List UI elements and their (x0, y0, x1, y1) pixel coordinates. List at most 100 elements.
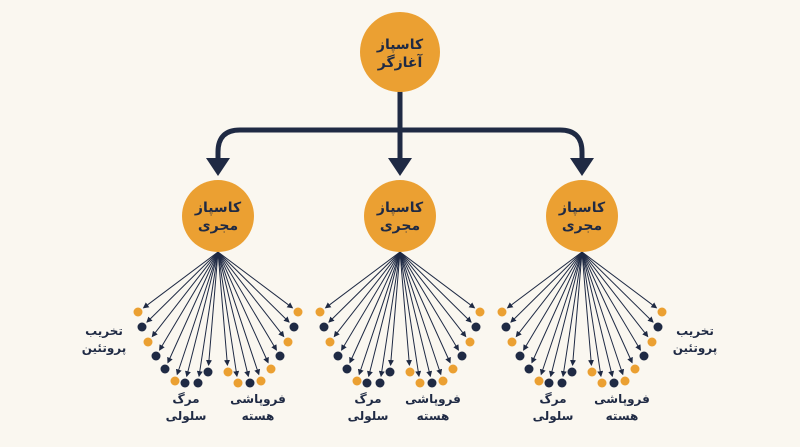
substrate-arrow (581, 251, 649, 338)
substrate-arrow (333, 251, 401, 338)
substrate-arrow (175, 251, 219, 376)
substrate-arrow (159, 251, 219, 351)
center-arrowhead (388, 158, 412, 176)
substrate-dot (620, 376, 630, 386)
substrate-dot (315, 307, 325, 317)
substrate-arrow (217, 251, 240, 378)
substrate-arrow (217, 251, 269, 364)
substrate-arrow (367, 251, 401, 378)
initiator-label-line1: کاسپاز (376, 37, 424, 53)
protein-degradation-label-left: تخریب پروتئین (82, 324, 127, 356)
left-arrowhead (206, 158, 230, 176)
substrate-dot (133, 307, 143, 317)
substrate-arrow (581, 251, 633, 364)
substrate-arrow (399, 251, 476, 309)
substrate-dot (475, 307, 485, 317)
substrate-dot (653, 322, 663, 332)
substrate-arrow (581, 251, 658, 309)
substrate-arrow (581, 251, 641, 351)
substrate-dot (151, 351, 161, 361)
substrate-dot (193, 378, 203, 388)
label-line1: مرگ (354, 391, 381, 406)
substrate-arrow (388, 251, 401, 367)
label-line2: سلولی (348, 409, 389, 424)
substrate-arrow (341, 251, 401, 351)
substrate-arrow (399, 251, 467, 338)
substrate-dot (233, 378, 243, 388)
executioner-caspase-node-left: کاسپاز مجری (182, 180, 254, 252)
nuclear-collapse-label-3: فروپاشی هسته (594, 392, 650, 423)
initiator-circle (360, 12, 440, 92)
substrate-arrow (217, 251, 294, 309)
label-line2: سلولی (166, 409, 207, 424)
substrate-arrow (399, 251, 443, 376)
substrate-arrow (206, 251, 219, 367)
nuclear-collapse-label-2: فروپاشی هسته (405, 392, 461, 423)
substrate-dot (587, 367, 597, 377)
substrate-dot (362, 378, 372, 388)
substrate-arrow (399, 251, 472, 323)
label-line1: فروپاشی (594, 392, 650, 407)
label-line1: تخریب (676, 324, 714, 338)
substrate-dot (293, 307, 303, 317)
label-line1: مرگ (172, 391, 199, 406)
substrate-arrow (185, 251, 219, 378)
substrate-dot (647, 337, 657, 347)
substrate-arrow (399, 251, 459, 351)
initiator-caspase-node: کاسپاز آغازگر (360, 12, 440, 92)
label-line1: مرگ (539, 391, 566, 406)
substrate-dot (534, 376, 544, 386)
substrate-arrow (581, 251, 625, 376)
substrate-arrow (357, 251, 401, 376)
substrate-dot (137, 322, 147, 332)
substrate-arrow (217, 251, 285, 338)
substrate-arrow (523, 251, 583, 351)
substrate-dot (266, 364, 276, 374)
substrate-dot (333, 351, 343, 361)
substrate-arrow (196, 251, 219, 378)
substrate-dot (275, 351, 285, 361)
substrate-arrow (217, 251, 251, 378)
executioner-label-line1: کاسپاز (376, 200, 424, 216)
label-line2: هسته (242, 409, 275, 423)
substrate-arrow (324, 251, 401, 309)
substrate-dot (609, 378, 619, 388)
substrate-arrow (515, 251, 583, 338)
substrate-dot (245, 378, 255, 388)
substrate-dot (515, 351, 525, 361)
substrate-dot (544, 378, 554, 388)
substrate-arrow (549, 251, 583, 378)
substrate-dot (415, 378, 425, 388)
substrate-dot (557, 378, 567, 388)
substrate-dot (143, 337, 153, 347)
substrate-dot (375, 378, 385, 388)
substrate-arrow (167, 251, 219, 364)
substrate-arrow (217, 251, 261, 376)
outcome-labels: تخریب پروتئین تخریب پروتئین مرگ سلولی فر… (82, 324, 718, 424)
substrate-dot (160, 364, 170, 374)
substrate-dot (203, 367, 213, 377)
substrate-dot (283, 337, 293, 347)
substrate-dot (170, 376, 180, 386)
left-branch-line (215, 127, 403, 163)
branch-connector (215, 89, 585, 163)
substrate-dot (497, 307, 507, 317)
substrate-arrow (506, 251, 583, 309)
right-arrowhead (570, 158, 594, 176)
label-line2: سلولی (533, 409, 574, 424)
executioner-circle (182, 180, 254, 252)
substrate-arrow (328, 251, 401, 323)
protein-degradation-label-right: تخریب پروتئین (673, 324, 718, 356)
substrate-dot (501, 322, 511, 332)
label-line2: هسته (417, 409, 450, 423)
label-line1: فروپاشی (405, 392, 461, 407)
label-line2: هسته (606, 409, 639, 423)
executioner-label-line2: مجری (380, 218, 420, 234)
substrate-dot (567, 367, 577, 377)
cell-death-label-3: مرگ سلولی (533, 391, 574, 424)
substrate-dot (223, 367, 233, 377)
substrate-arrow (142, 251, 219, 309)
substrate-arrow (531, 251, 583, 364)
executioner-label-line2: مجری (198, 218, 238, 234)
